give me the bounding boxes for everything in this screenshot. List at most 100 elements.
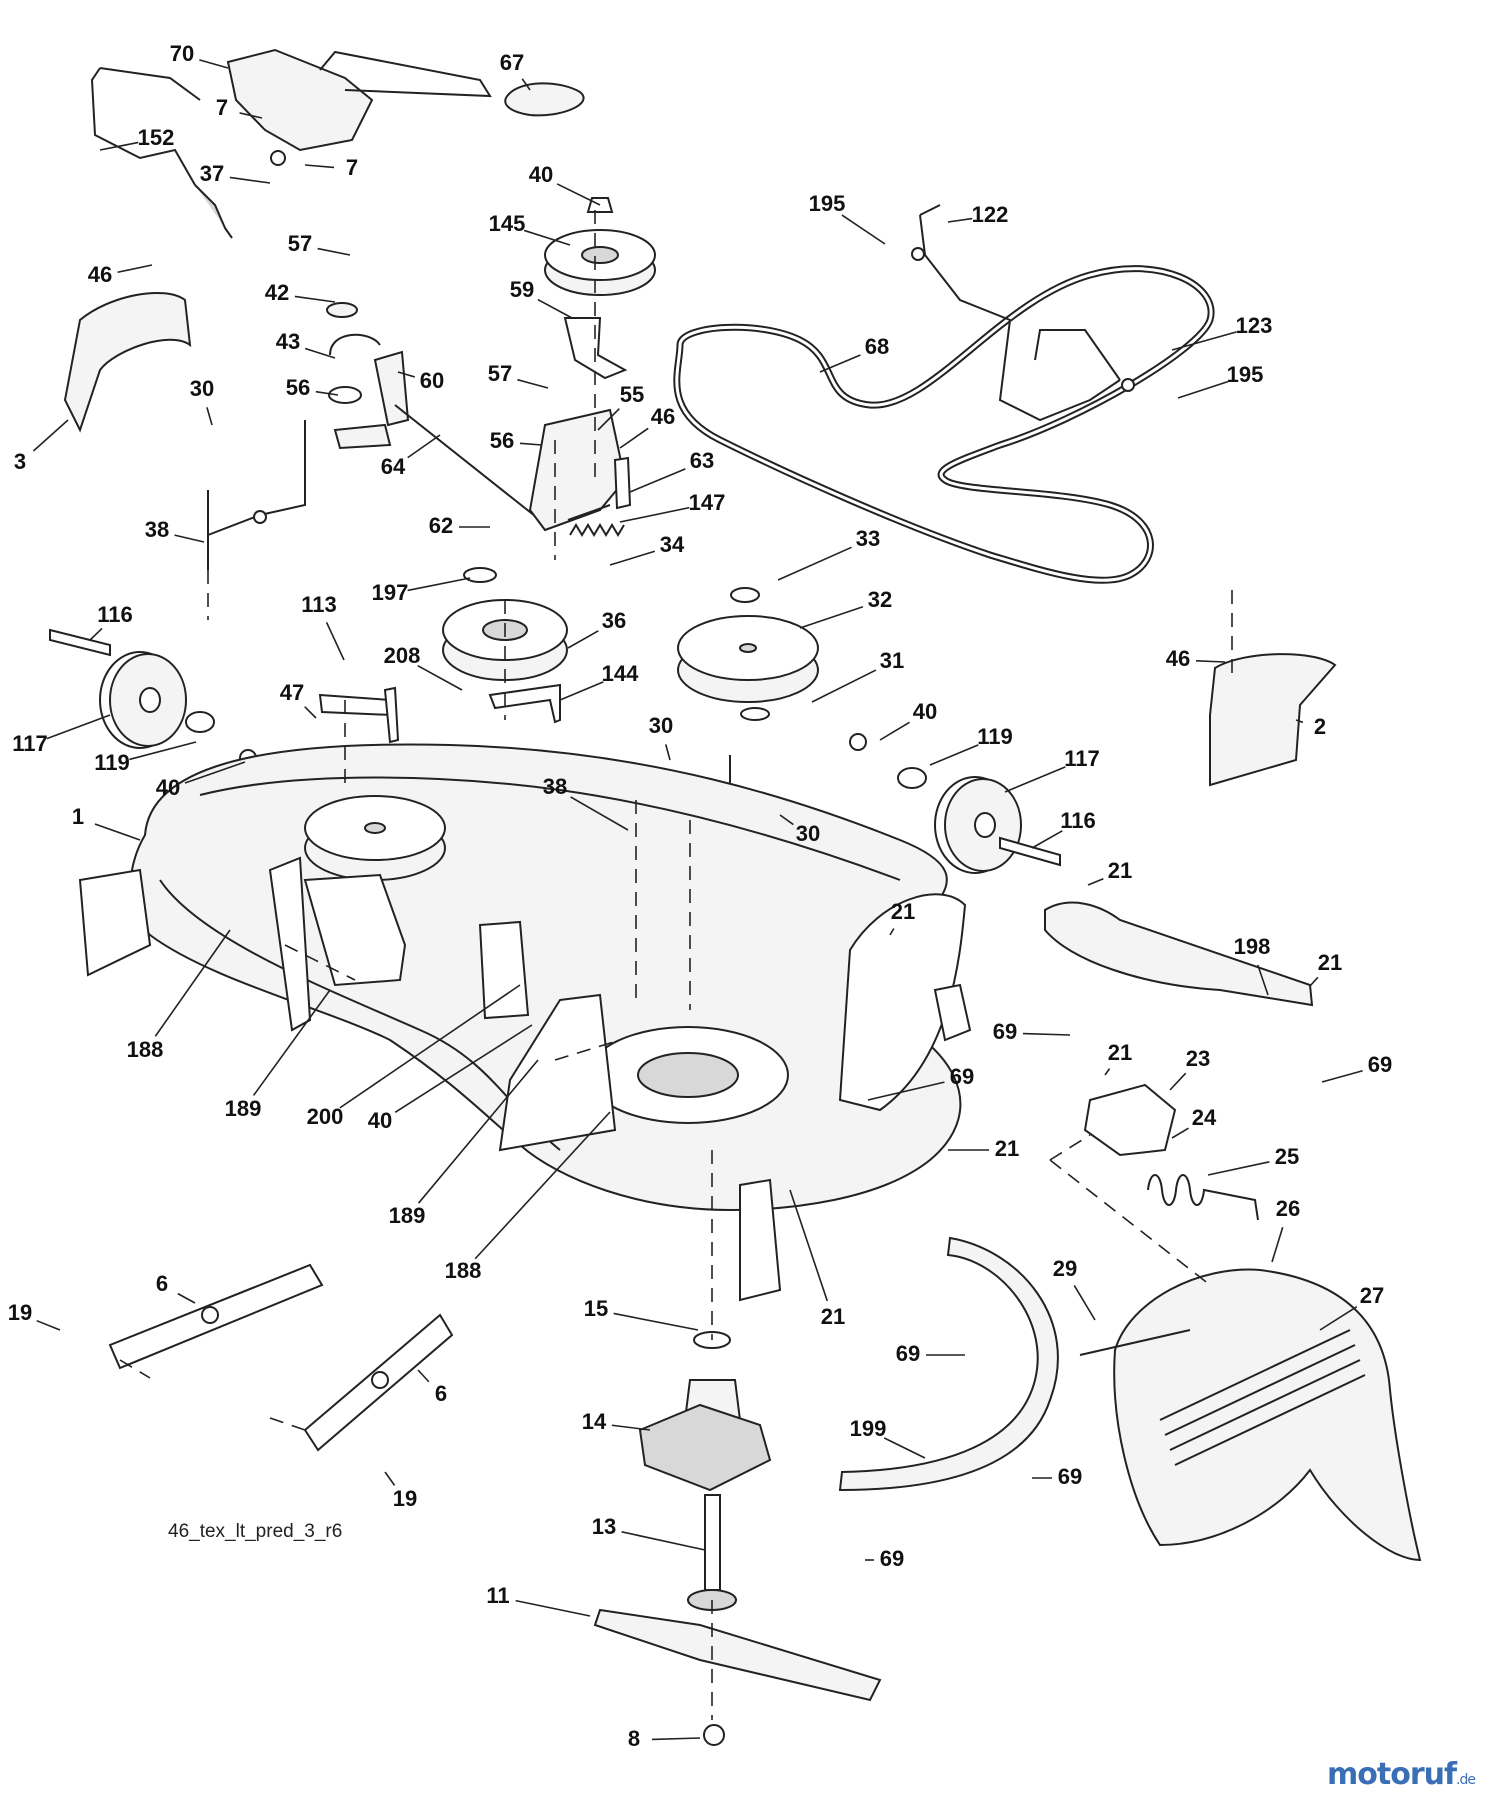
leader-c-147 <box>619 506 690 523</box>
leader-c-1 <box>94 823 141 841</box>
assembly-lines <box>119 210 1233 1720</box>
leader-c-117b <box>1004 766 1066 793</box>
control-knob-67 <box>504 82 585 117</box>
leader-c-145 <box>523 229 571 246</box>
leader-c-47 <box>304 706 317 719</box>
leader-c-189b <box>417 1059 539 1204</box>
callout-c-30a: 30 <box>190 376 214 401</box>
leader-c-64 <box>407 434 441 459</box>
leader-c-57b <box>517 378 549 389</box>
callout-c-199: 199 <box>850 1416 887 1441</box>
callout-c-24: 24 <box>1192 1105 1217 1130</box>
callout-c-68: 68 <box>865 334 889 359</box>
callout-c-37: 37 <box>200 161 224 186</box>
leader-c-21c <box>1309 976 1319 987</box>
callout-c-6b: 6 <box>435 1381 447 1406</box>
leader-c-195b <box>1177 380 1229 399</box>
callout-c-188b: 188 <box>445 1258 482 1283</box>
leader-c-32 <box>799 605 864 629</box>
leader-c-195a <box>841 214 886 245</box>
callout-c-208: 208 <box>384 643 421 668</box>
callout-c-6a: 6 <box>156 1271 168 1296</box>
leader-c-208 <box>417 664 463 691</box>
callout-c-152: 152 <box>138 125 175 150</box>
leader-c-21f <box>789 1189 829 1302</box>
leader-c-59 <box>537 298 573 319</box>
callout-c-21c: 21 <box>1318 950 1342 975</box>
spindle-shaft-13 <box>687 1494 737 1611</box>
leader-c-188a <box>154 929 231 1037</box>
callout-c-21f: 21 <box>821 1304 845 1329</box>
leader-c-189a <box>252 989 331 1096</box>
leader-c-21a <box>1087 878 1104 886</box>
leader-c-15 <box>613 1312 699 1331</box>
callout-c-59: 59 <box>510 277 534 302</box>
leader-c-40d <box>394 1024 533 1113</box>
callout-c-55: 55 <box>620 382 644 407</box>
leader-c-38a <box>174 534 205 543</box>
callout-c-46c: 46 <box>1166 646 1190 671</box>
hinge-rod-29 <box>1079 1329 1191 1356</box>
belt-keeper-bracket <box>911 204 1135 422</box>
leader-c-116a <box>89 627 103 641</box>
gauge-wheel-left <box>49 628 257 767</box>
callout-c-7b: 7 <box>346 155 358 180</box>
leader-c-13 <box>621 1531 706 1551</box>
leader-c-199 <box>883 1437 926 1459</box>
callout-c-113: 113 <box>301 592 337 617</box>
chute-198 <box>1044 901 1314 1007</box>
callout-c-145: 145 <box>489 211 526 236</box>
callout-c-62: 62 <box>429 513 453 538</box>
callout-c-7a: 7 <box>216 95 228 120</box>
callout-c-200: 200 <box>307 1104 344 1129</box>
leader-c-40c <box>184 761 246 784</box>
spring-25 <box>1147 1174 1259 1221</box>
leader-c-8 <box>651 1737 701 1741</box>
callout-c-31: 31 <box>880 648 904 673</box>
leader-c-34 <box>609 550 656 566</box>
watermark-main: motoruf <box>1327 1757 1457 1792</box>
idler-pulley-145 <box>544 197 656 380</box>
leader-lines <box>32 59 1363 1741</box>
callout-c-42: 42 <box>265 280 289 305</box>
callout-c-3: 3 <box>14 449 26 474</box>
control-bracket <box>90 48 492 239</box>
callout-c-11: 11 <box>486 1583 509 1608</box>
callout-c-1: 1 <box>72 804 84 829</box>
callout-c-117a: 117 <box>12 731 48 756</box>
callout-c-21b: 21 <box>891 899 915 924</box>
leader-c-7a <box>239 112 263 119</box>
callout-c-8: 8 <box>628 1726 640 1751</box>
leader-c-69b <box>1321 1070 1363 1083</box>
leader-c-116b <box>1031 830 1063 849</box>
leader-c-2 <box>1295 719 1304 724</box>
leader-c-25 <box>1207 1161 1270 1176</box>
callout-c-40b: 40 <box>913 699 937 724</box>
leader-c-60 <box>397 371 415 378</box>
callout-c-30c: 30 <box>796 821 820 846</box>
leader-c-57a <box>317 247 351 256</box>
callout-c-198: 198 <box>1234 934 1271 959</box>
callout-c-25: 25 <box>1275 1144 1299 1169</box>
callout-c-32: 32 <box>868 587 892 612</box>
callout-c-19b: 19 <box>393 1486 417 1511</box>
leader-c-31 <box>811 669 877 703</box>
callout-c-119a: 119 <box>977 724 1013 749</box>
leader-c-30b <box>664 744 671 761</box>
leader-c-36 <box>567 630 599 649</box>
callout-c-56b: 56 <box>490 428 514 453</box>
leader-c-33 <box>777 546 852 581</box>
leader-c-56a <box>315 390 339 396</box>
leader-c-144 <box>559 681 604 701</box>
callout-c-21e: 21 <box>995 1136 1019 1161</box>
leader-c-198 <box>1257 964 1269 996</box>
leader-c-42 <box>294 295 336 303</box>
leader-c-70 <box>199 59 229 69</box>
deck-bracket-47 <box>78 686 530 1032</box>
lift-link-38a <box>207 420 306 570</box>
leader-c-188b <box>474 1111 611 1260</box>
callout-c-27: 27 <box>1360 1283 1384 1308</box>
leader-c-3 <box>32 419 69 452</box>
leader-c-30a <box>206 407 213 426</box>
